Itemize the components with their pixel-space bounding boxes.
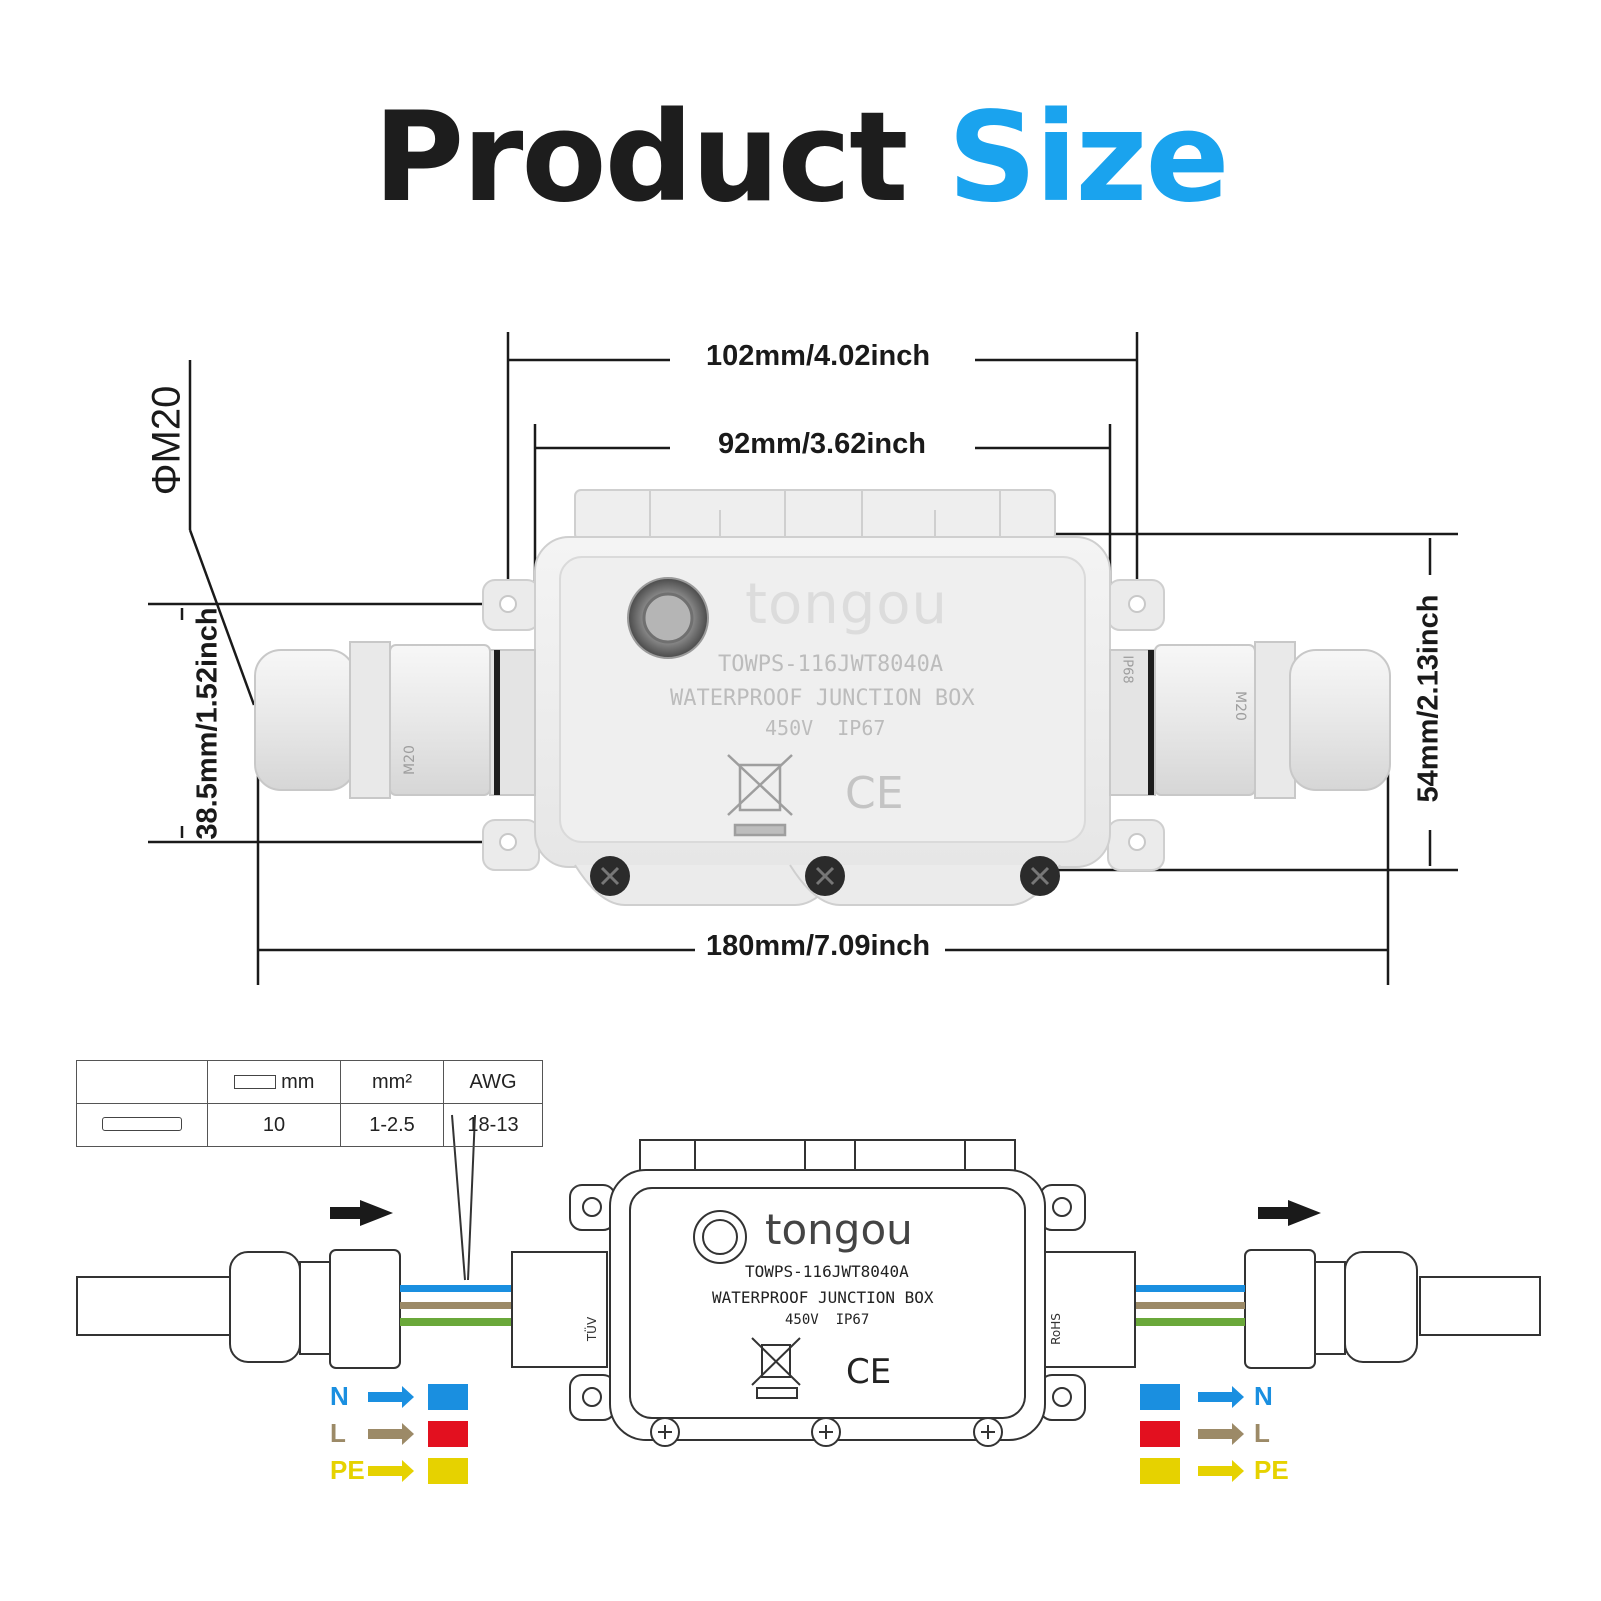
thread-spec: ΦM20 [144, 385, 189, 496]
brand-logo-diagram: tongou [765, 1205, 913, 1254]
dimension-total-length: 180mm/7.09inch [700, 930, 937, 963]
direction-arrow-icon [330, 1200, 1321, 1226]
dimension-overall-width: 102mm/4.02inch [700, 340, 937, 373]
dimension-gland-height: 38.5mm/1.52inch [191, 607, 224, 840]
product-name: WATERPROOF JUNCTION BOX [670, 686, 975, 711]
arrow-icon [1198, 1459, 1244, 1482]
color-swatch [428, 1383, 468, 1410]
color-swatch [1140, 1420, 1180, 1447]
table-cell: 10 [207, 1103, 341, 1147]
legend-row-pe: PE [330, 1452, 468, 1489]
weee-bin-icon [751, 1337, 801, 1386]
wire-legend-left: N L PE [330, 1378, 468, 1489]
arrow-icon [368, 1459, 414, 1482]
brand-logo: tongou [745, 572, 949, 637]
page-title: Product Size [0, 96, 1601, 220]
tuv-mark: TÜV [585, 1316, 600, 1342]
legend-row-pe: PE [1140, 1452, 1289, 1489]
weee-bin-icon [727, 754, 793, 837]
color-swatch [1140, 1457, 1180, 1484]
wire-icon [76, 1103, 208, 1147]
table-header-empty [76, 1060, 208, 1104]
table-header-strip-length: mm [207, 1060, 341, 1104]
rating: 450V IP67 [765, 716, 886, 740]
gland-mark-right: M20 [1231, 691, 1248, 721]
cable-gland-left [254, 641, 536, 799]
product-name-diagram: WATERPROOF JUNCTION BOX [712, 1288, 934, 1307]
ce-mark-diagram: CE [846, 1352, 892, 1392]
strip-length-icon [233, 1075, 276, 1090]
ce-mark: CE [845, 768, 904, 819]
title-word-size: Size [947, 86, 1230, 230]
table-header-cross-section: mm² [340, 1060, 444, 1104]
rohs-mark: RoHS [1048, 1313, 1063, 1345]
table-row: 10 1-2.5 18-13 [76, 1103, 543, 1147]
gland-mark-left: M20 [401, 745, 418, 775]
wire-legend-right: N L PE [1140, 1378, 1289, 1489]
model-number: TOWPS-116JWT8040A [718, 652, 944, 677]
legend-row-l: L [330, 1415, 468, 1452]
screw-icon [590, 856, 1060, 896]
dimension-height: 54mm/2.13inch [1412, 594, 1445, 803]
legend-row-n: N [1140, 1378, 1289, 1415]
color-swatch [1140, 1383, 1180, 1410]
legend-row-l: L [1140, 1415, 1289, 1452]
legend-row-n: N [330, 1378, 468, 1415]
wire-spec-table: mm mm² AWG 10 1-2.5 18-13 [76, 1060, 543, 1147]
cable-gland-right [1109, 641, 1391, 799]
wiring-diagram [76, 1114, 1541, 1447]
model-number-diagram: TOWPS-116JWT8040A [745, 1262, 909, 1281]
color-swatch [428, 1457, 468, 1484]
arrow-icon [368, 1422, 414, 1445]
arrow-icon [1198, 1385, 1244, 1408]
table-header-awg: AWG [443, 1060, 543, 1104]
ip-mark: IP68 [1119, 655, 1135, 684]
color-swatch [428, 1420, 468, 1447]
table-cell: 18-13 [443, 1103, 543, 1147]
dimension-body-width: 92mm/3.62inch [712, 428, 932, 461]
table-cell: 1-2.5 [340, 1103, 444, 1147]
screw-icon [650, 1417, 1003, 1447]
table-row: mm mm² AWG [76, 1060, 543, 1104]
rating-diagram: 450V IP67 [785, 1312, 870, 1328]
title-word-product: Product [373, 86, 908, 230]
arrow-icon [1198, 1422, 1244, 1445]
dimension-lines [148, 332, 1458, 985]
arrow-icon [368, 1385, 414, 1408]
junction-box-top [254, 489, 1391, 906]
